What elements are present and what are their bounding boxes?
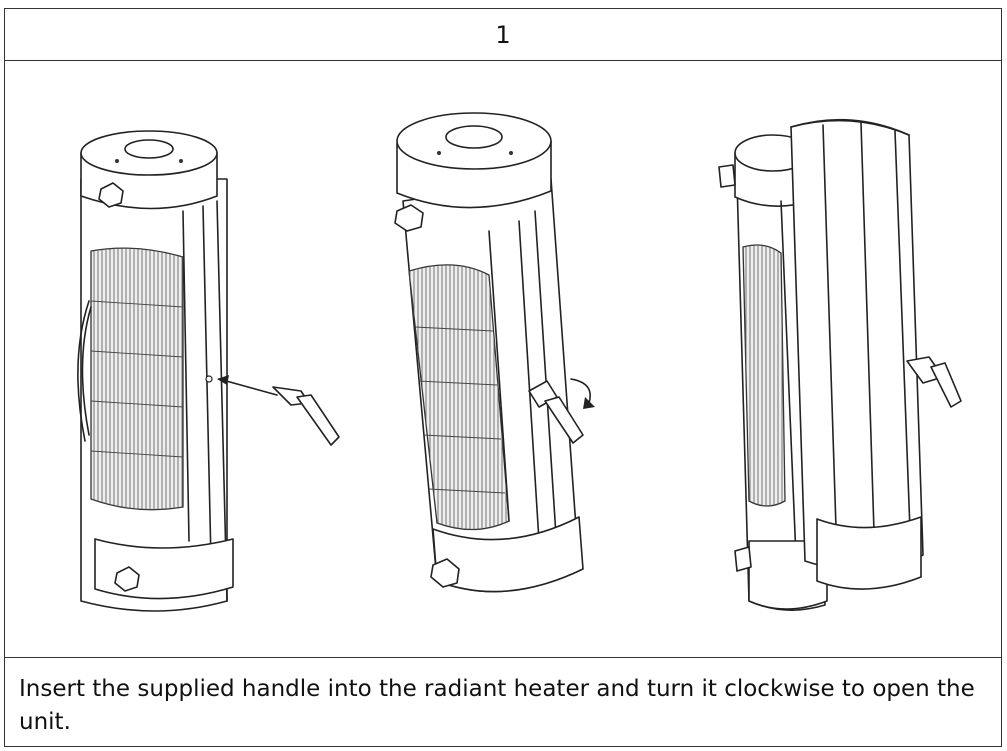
- heater-insert-handle-icon: [77, 130, 340, 612]
- step-number: 1: [5, 9, 1001, 61]
- instruction-text: Insert the supplied handle into the radi…: [19, 676, 975, 735]
- heater-turn-handle-icon: [394, 112, 595, 593]
- illustration-panel: [5, 61, 1001, 658]
- heater-open-unit-icon: [718, 118, 962, 611]
- instruction-card: 1: [4, 8, 1002, 747]
- illustration-svg: [77, 112, 962, 612]
